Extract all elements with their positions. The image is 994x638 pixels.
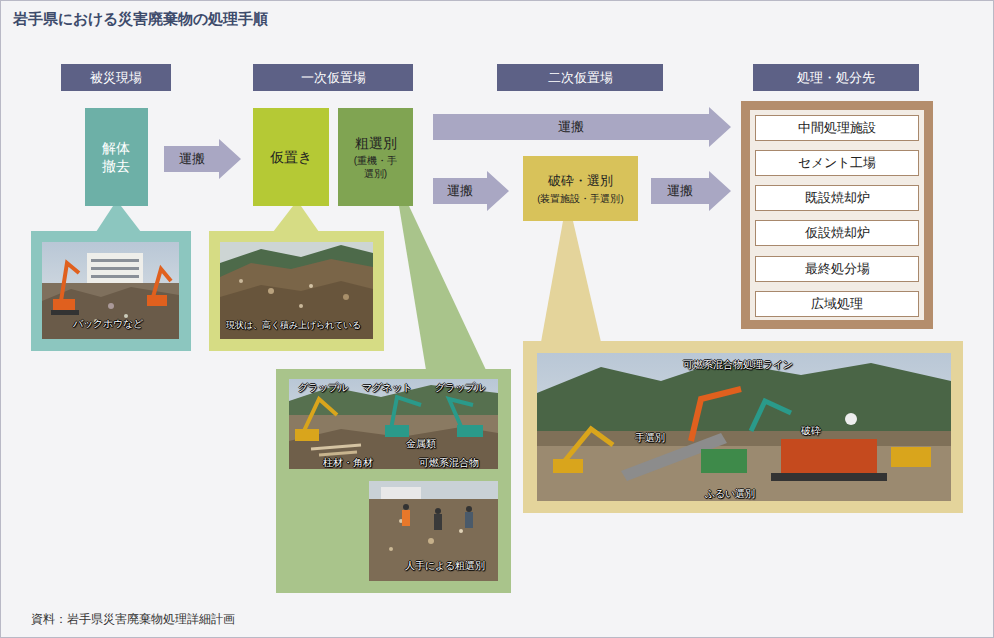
block-arrow	[433, 107, 731, 147]
destination-box: 仮設焼却炉	[755, 220, 919, 246]
block-arrow	[433, 171, 509, 211]
process-box: 粗選別 (重機・手選別)	[338, 108, 413, 206]
arrow-label: 運搬	[445, 182, 475, 200]
destination-box: 中間処理施設	[755, 115, 919, 141]
photo-label: バックホウなど	[73, 317, 143, 331]
source-caption: 資料：岩手県災害廃棄物処理詳細計画	[31, 611, 235, 628]
photo-label: ふるい選別	[705, 487, 755, 501]
callout-wedge	[399, 206, 486, 370]
box-text: 広域処理	[811, 295, 863, 313]
callout-frame	[31, 231, 191, 351]
photo-label: 可燃系混合物処理ライン	[683, 358, 793, 372]
callout-frame	[276, 369, 511, 593]
destination-box: 広域処理	[755, 291, 919, 317]
process-box: 仮置き	[253, 108, 329, 206]
box-text: セメント工場	[798, 154, 876, 172]
box-text: 中間処理施設	[798, 119, 876, 137]
box-text: 最終処分場	[805, 260, 870, 278]
photo-label: 手選別	[635, 431, 665, 445]
box-subtext: (重機・手選別)	[353, 155, 399, 180]
photo	[42, 242, 179, 339]
block-arrow	[164, 139, 241, 179]
photo-label: マグネット	[362, 381, 412, 395]
photo	[369, 481, 498, 581]
destination-box: セメント工場	[755, 150, 919, 176]
column-header: 二次仮置場	[497, 64, 663, 91]
box-text: 解体撤去	[102, 139, 131, 175]
destination-group: 処理・処分先中間処理施設セメント工場既設焼却炉仮設焼却炉最終処分場広域処理	[741, 101, 933, 329]
box-text: 既設焼却炉	[805, 189, 870, 207]
destination-box: 最終処分場	[755, 256, 919, 282]
box-text: 被災現場	[90, 69, 142, 87]
callout-wedge	[541, 221, 601, 342]
diagram-title: 岩手県における災害廃棄物の処理手順	[13, 10, 268, 29]
box-text: 二次仮置場	[548, 69, 613, 87]
arrow-label: 運搬	[665, 182, 695, 200]
photo	[289, 379, 498, 469]
photo-label: 柱材・角材	[323, 456, 373, 470]
callout-wedge	[96, 206, 141, 232]
callout-frame	[523, 341, 963, 513]
photo-label: 金属類	[406, 437, 436, 451]
photo-label: 破砕	[801, 424, 821, 438]
photo-label: グラップル	[298, 381, 348, 395]
arrow-label: 運搬	[556, 118, 586, 136]
column-header: 処理・処分先	[753, 64, 919, 91]
box-text: 一次仮置場	[301, 69, 366, 87]
box-text: 粗選別	[355, 134, 397, 152]
photo	[220, 242, 373, 339]
photo	[537, 353, 951, 501]
box-text: 仮置き	[270, 148, 312, 166]
column-header: 一次仮置場	[253, 64, 413, 91]
photo-label: グラップル	[435, 381, 485, 395]
photo-label: 現状は、高く積み上げられている	[226, 319, 361, 332]
block-arrow	[651, 171, 731, 211]
process-box: 破砕・選別 (装置施設・手選別)	[523, 156, 638, 221]
box-text: 破砕・選別	[548, 173, 613, 190]
callout-frame	[209, 231, 384, 351]
destination-box: 既設焼却炉	[755, 185, 919, 211]
column-header: 被災現場	[61, 64, 171, 91]
header-text: 処理・処分先	[797, 69, 875, 87]
arrow-label: 運搬	[177, 150, 207, 168]
box-subtext: (装置施設・手選別)	[537, 193, 623, 205]
box-text: 仮設焼却炉	[805, 224, 870, 242]
photo-label: 人手による粗選別	[405, 559, 485, 573]
callout-wedge	[273, 206, 319, 232]
process-box: 解体撤去	[85, 108, 148, 206]
photo-label: 可燃系混合物	[419, 456, 479, 470]
